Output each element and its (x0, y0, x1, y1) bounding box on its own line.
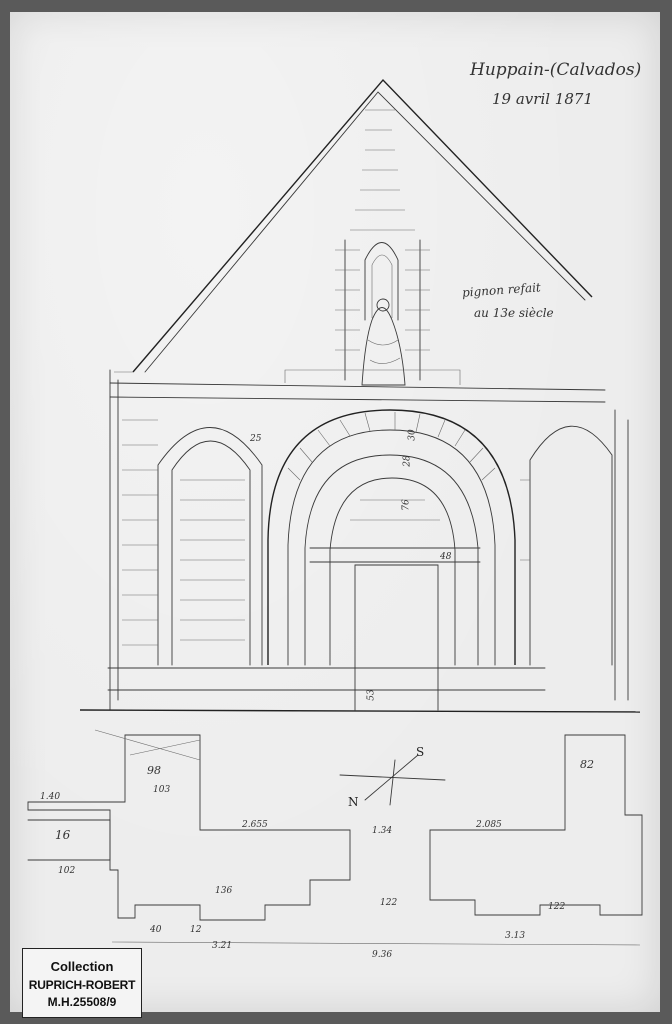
facade-walls (79, 369, 641, 713)
ground-plan (27, 729, 643, 946)
compass-north-label: N (348, 795, 359, 809)
gable-note-line2: au 13e siècle (474, 306, 554, 320)
right-arcade (520, 425, 613, 666)
dimension-label: 1.40 (40, 792, 61, 802)
gable (114, 78, 593, 373)
dimension-label: 3.13 (505, 931, 526, 941)
dimension-label: 28 (402, 455, 413, 467)
central-portal (267, 409, 516, 711)
dimension-label: 103 (153, 785, 171, 795)
dimension-label: 2.655 (242, 820, 268, 830)
place-annotation: Huppain-(Calvados) (470, 60, 642, 80)
dimension-label: 40 (150, 925, 162, 935)
stamp-line-1: Collection (50, 959, 114, 974)
date-annotation: 19 avril 1871 (492, 90, 593, 108)
dimension-label: 12 (190, 925, 202, 935)
collection-stamp: Collection RUPRICH-ROBERT M.H.25508/9 (22, 948, 142, 1018)
cornice (109, 369, 606, 403)
dimension-label: 98 (147, 764, 161, 777)
dimension-label: 9.36 (372, 950, 393, 960)
dimension-label: 16 (55, 828, 71, 842)
compass-south-label: S (416, 745, 425, 759)
dimension-label: 53 (366, 689, 377, 701)
dimension-label: 3.21 (212, 941, 233, 951)
compass-rose (339, 754, 446, 806)
dimension-label: 82 (580, 758, 594, 771)
dimension-label: 76 (401, 499, 412, 511)
dimension-label: 122 (380, 898, 398, 908)
stamp-line-3: M.H.25508/9 (47, 995, 117, 1009)
dimension-label: 1.34 (372, 826, 393, 836)
dimension-label: 48 (440, 552, 452, 562)
dimension-label: 30 (407, 429, 418, 441)
dimension-label: 25 (250, 434, 262, 444)
dimension-label: 102 (58, 866, 76, 876)
dimension-label: 136 (215, 886, 233, 896)
dimension-label: 122 (548, 902, 566, 912)
left-arcade (122, 419, 263, 666)
paper-sheet (10, 12, 660, 1012)
dimension-label: 2.085 (476, 820, 502, 830)
belfry-niche (335, 109, 430, 386)
stamp-line-2: RUPRICH-ROBERT (28, 978, 136, 992)
